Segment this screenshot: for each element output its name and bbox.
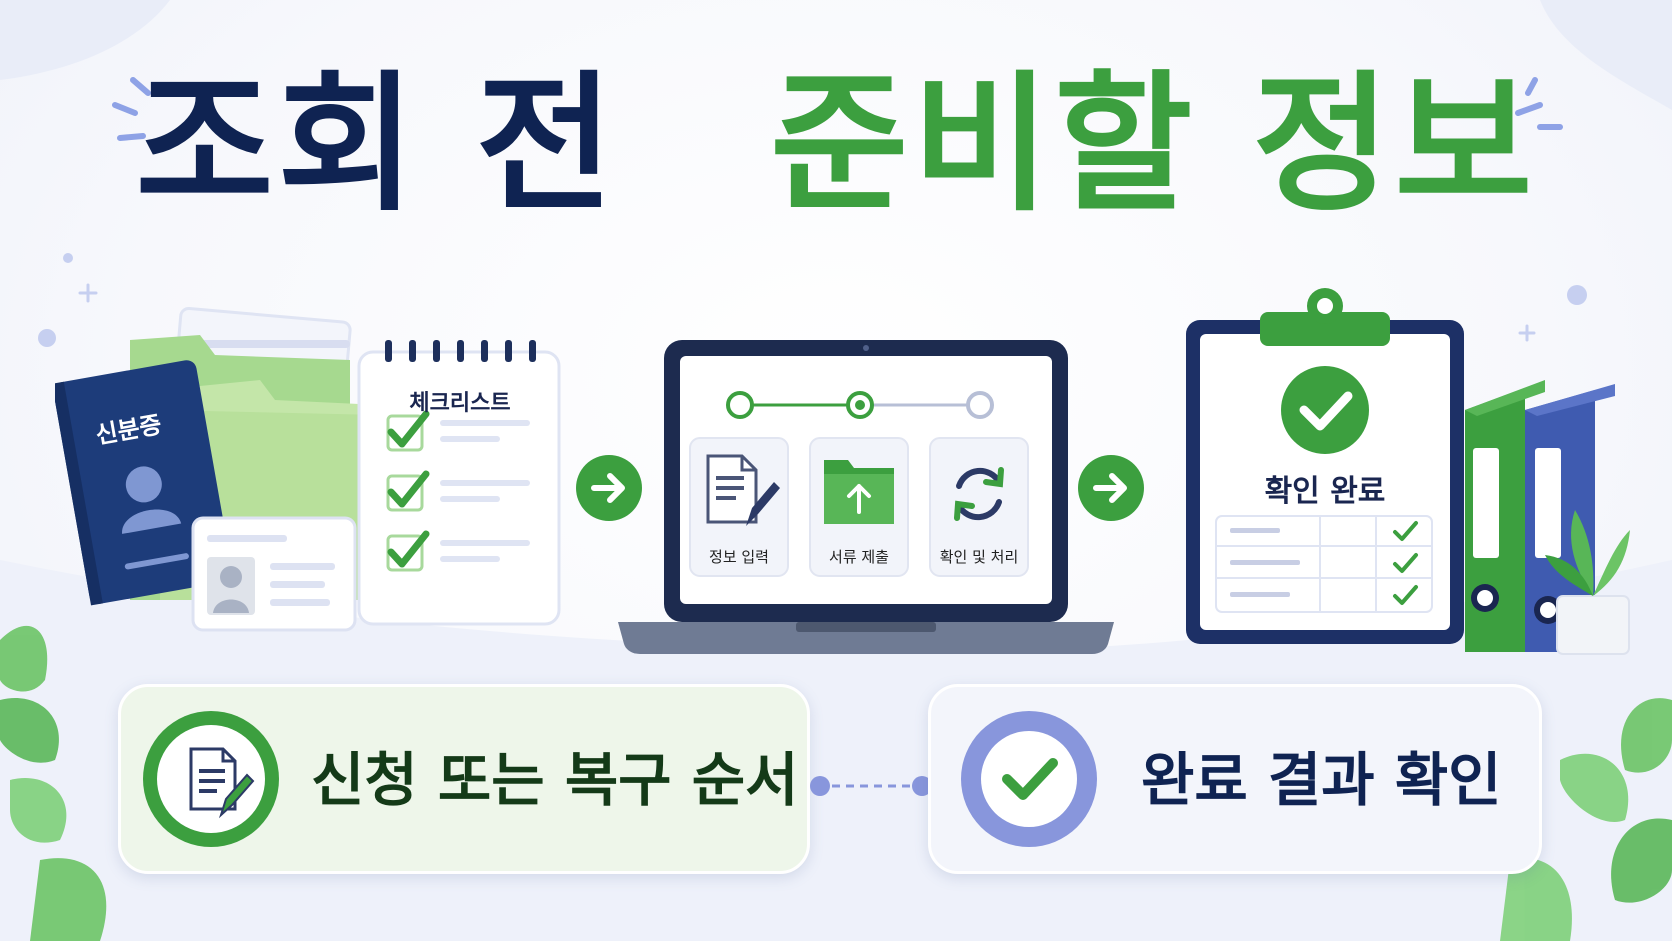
step-card-result-label: 완료 결과 확인 bbox=[1141, 746, 1502, 814]
document-pen-icon bbox=[143, 711, 279, 847]
checklist-title: 체크리스트 bbox=[409, 391, 511, 416]
step-label-2: 서류 제출 bbox=[829, 548, 889, 566]
page-title: 조회 전 준비할 정보 bbox=[0, 70, 1672, 220]
checklist-notebook bbox=[357, 340, 561, 626]
document-pen-icon bbox=[706, 454, 780, 526]
dashed-connector bbox=[810, 776, 932, 796]
passport-illustration bbox=[55, 360, 225, 606]
step-card-apply-label: 신청 또는 복구 순서 bbox=[311, 746, 799, 814]
clipboard-illustration bbox=[1186, 288, 1464, 644]
title-part-2: 준비할 정보 bbox=[770, 58, 1537, 232]
laptop-illustration bbox=[618, 340, 1114, 654]
arrow-right-icon-2 bbox=[1078, 455, 1144, 521]
refresh-icon bbox=[954, 467, 1004, 521]
id-card-illustration bbox=[191, 516, 357, 632]
folder-upload-icon bbox=[824, 460, 894, 524]
check-circle-icon bbox=[961, 711, 1097, 847]
step-card-result: 완료 결과 확인 bbox=[928, 684, 1542, 874]
clipboard-title: 확인 완료 bbox=[1264, 474, 1386, 509]
binders-illustration bbox=[1465, 380, 1630, 655]
arrow-right-icon bbox=[576, 455, 642, 521]
step-card-apply: 신청 또는 복구 순서 bbox=[118, 684, 810, 874]
step-label-3: 확인 및 처리 bbox=[939, 548, 1019, 566]
step-label-1: 정보 입력 bbox=[709, 548, 769, 566]
check-circle-icon bbox=[1281, 366, 1369, 454]
title-part-1: 조회 전 bbox=[135, 58, 618, 232]
